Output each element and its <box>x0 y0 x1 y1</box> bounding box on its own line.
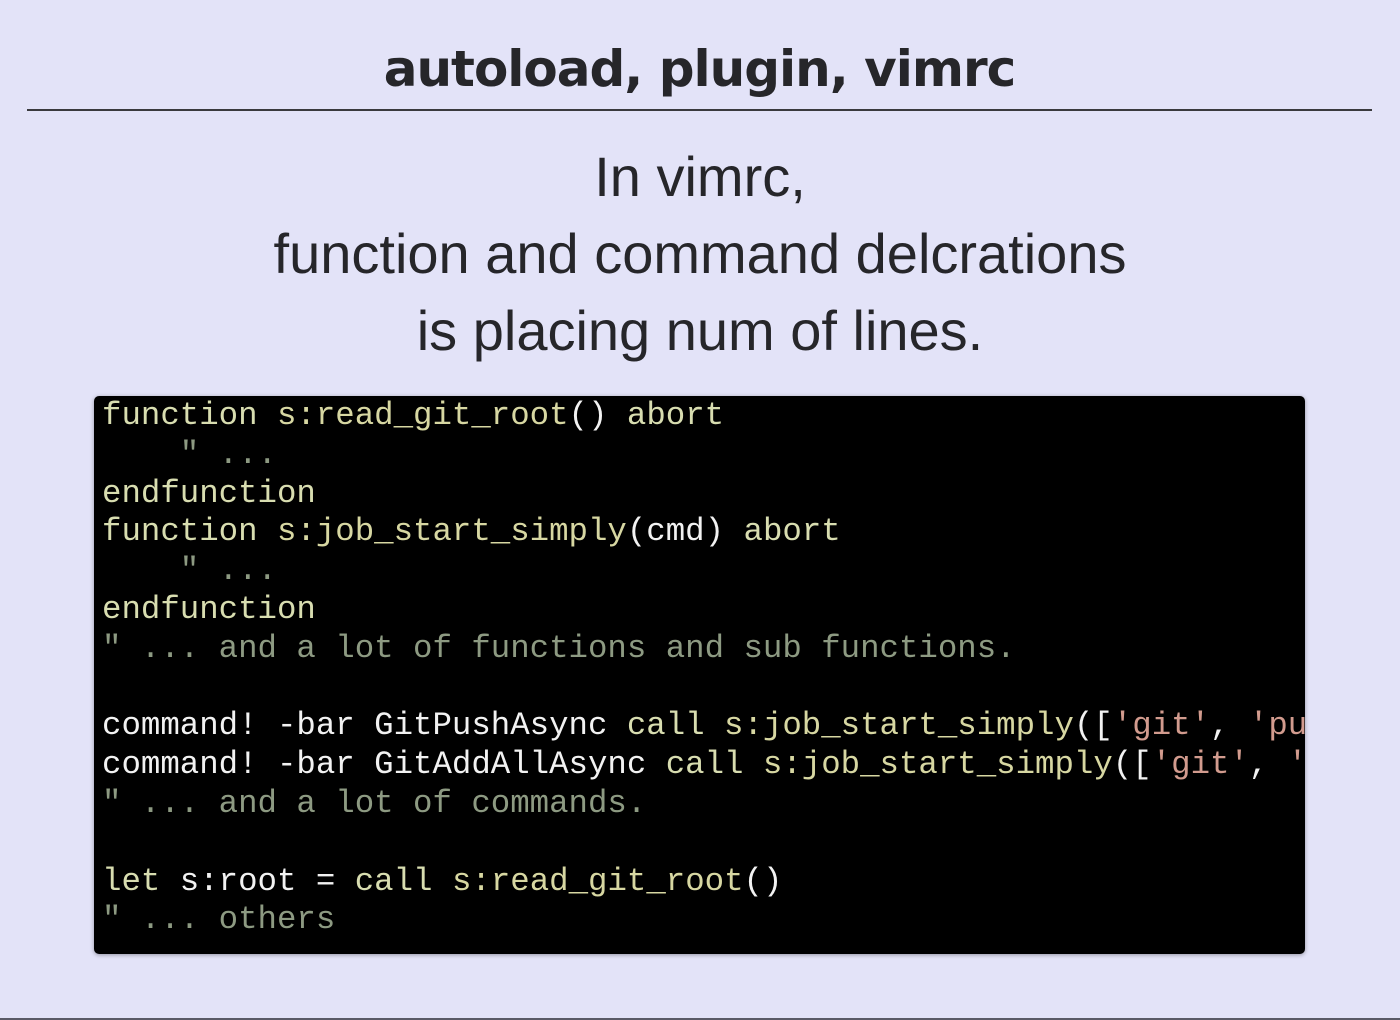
code-token: ([ <box>1112 746 1152 784</box>
code-line: command! -bar GitPushAsync call s:job_st… <box>102 707 1305 746</box>
code-token: s:root = <box>160 862 355 900</box>
code-token <box>258 513 277 550</box>
code-line: endfunction <box>102 591 1305 630</box>
code-token: , <box>1248 746 1288 784</box>
code-token <box>607 397 626 434</box>
comment-token: " ... and a lot of commands. <box>102 784 647 822</box>
comment-token: " ... <box>102 552 277 590</box>
code-line <box>102 669 1305 708</box>
comment-token: " ... and a lot of functions and sub fun… <box>102 629 1016 667</box>
code-line: " ... and a lot of commands. <box>102 785 1305 824</box>
code-token <box>743 746 762 783</box>
lead-text: In vimrc, function and command delcratio… <box>0 138 1400 369</box>
code-token: , <box>1210 707 1249 745</box>
code-token: () <box>568 397 608 434</box>
comment-token: " ... <box>102 435 277 473</box>
code-line: function s:read_git_root() abort <box>102 397 1305 436</box>
keyword-token: endfunction <box>102 474 316 512</box>
bottom-border <box>0 1018 1400 1020</box>
title-divider <box>27 109 1372 111</box>
code-line: " ... others <box>102 901 1305 940</box>
code-token: () <box>743 862 783 900</box>
function-name-token: s:read_git_root <box>451 862 744 900</box>
lead-line-3: is placing num of lines. <box>416 299 984 362</box>
keyword-token: call <box>354 862 433 900</box>
code-token: command! -bar GitPushAsync <box>102 707 627 745</box>
code-block: function s:read_git_root() abort " ...en… <box>94 396 1305 954</box>
function-name-token: s:job_start_simply <box>762 746 1113 784</box>
keyword-token: function <box>102 513 258 551</box>
string-token: 'git' <box>1112 707 1211 745</box>
code-token <box>724 513 743 550</box>
code-token: command! -bar GitAddAllAsync <box>102 746 666 784</box>
code-line: let s:root = call s:read_git_root() <box>102 863 1305 902</box>
slide-title: autoload, plugin, vimrc <box>383 40 1017 98</box>
keyword-token: abort <box>743 513 841 551</box>
comment-token: " ... others <box>102 901 336 939</box>
code-line: command! -bar GitAddAllAsync call s:job_… <box>102 746 1305 785</box>
code-token <box>705 707 724 744</box>
keyword-token: abort <box>626 397 725 434</box>
code-line: " ... <box>102 552 1305 591</box>
code-line: endfunction <box>102 475 1305 514</box>
lead-line-1: In vimrc, <box>594 145 806 208</box>
function-name-token: s:read_git_root <box>276 397 569 434</box>
keyword-token: call <box>626 707 705 745</box>
code-token <box>432 863 451 900</box>
string-token: ' <box>1288 746 1305 783</box>
code-line: " ... and a lot of functions and sub fun… <box>102 630 1305 669</box>
keyword-token: endfunction <box>102 590 316 628</box>
keyword-token: call <box>665 746 744 784</box>
code-line: " ... <box>102 436 1305 475</box>
code-token <box>102 669 121 706</box>
function-name-token: s:job_start_simply <box>724 707 1074 745</box>
function-name-token: s:job_start_simply <box>276 513 627 551</box>
code-token: (cmd) <box>626 513 725 551</box>
code-line <box>102 824 1305 863</box>
keyword-token: let <box>102 862 161 900</box>
string-token: 'git' <box>1151 746 1249 784</box>
code-token <box>258 397 277 434</box>
keyword-token: function <box>102 397 258 434</box>
code-token <box>102 824 121 861</box>
code-line: function s:job_start_simply(cmd) abort <box>102 513 1305 552</box>
code-token: ([ <box>1073 707 1113 745</box>
string-token: 'pu <box>1248 707 1305 745</box>
lead-line-2: function and command delcrations <box>273 222 1127 285</box>
